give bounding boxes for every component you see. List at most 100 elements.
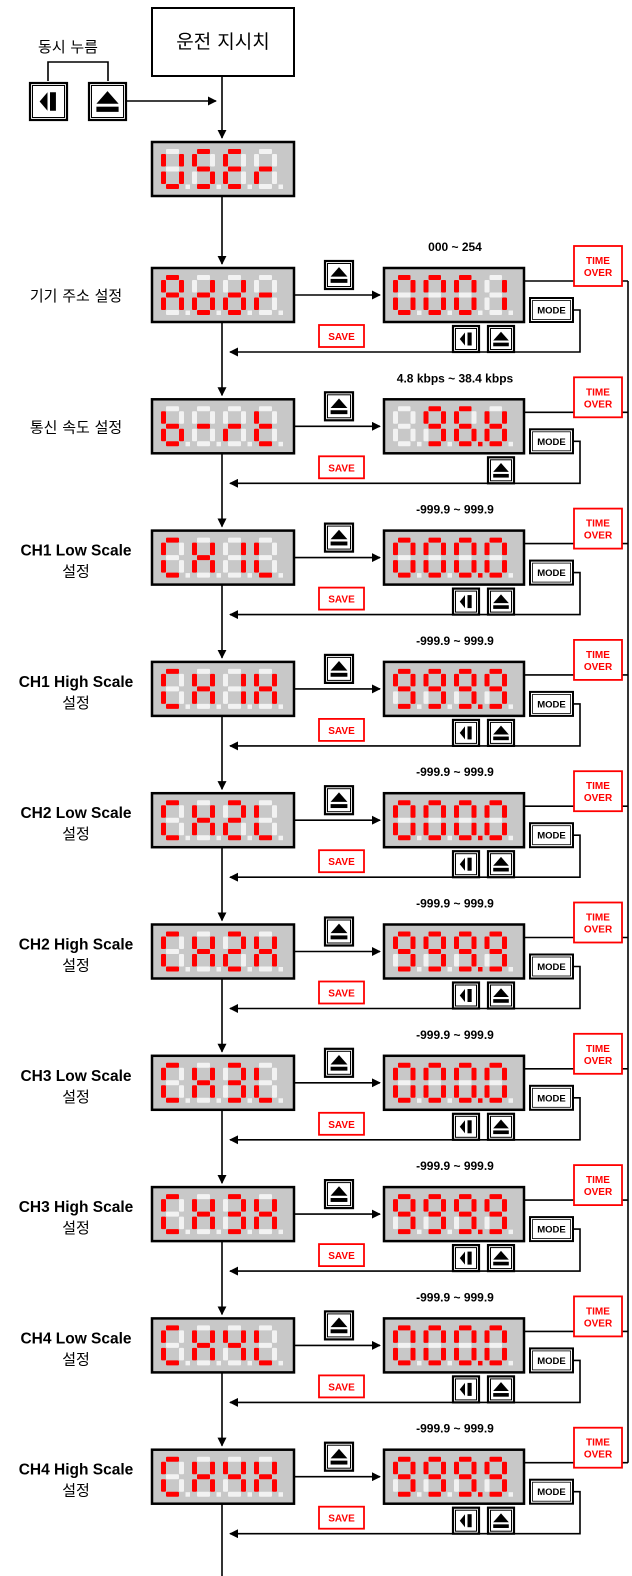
decimal-point	[447, 967, 452, 972]
range-label: 000 ~ 254	[428, 240, 482, 254]
bar	[467, 857, 472, 871]
segment-e	[161, 1216, 166, 1230]
up-triangle	[96, 91, 119, 104]
segment-c	[241, 691, 246, 704]
segment-g	[459, 949, 472, 954]
segment-c	[179, 171, 184, 184]
segment-d	[166, 184, 179, 189]
key-inner	[327, 263, 351, 287]
up-triangle	[330, 923, 348, 934]
bar	[467, 726, 472, 740]
segment-g	[459, 555, 472, 561]
decimal-point	[508, 1098, 513, 1103]
segment-c	[241, 560, 246, 573]
segment-a	[489, 537, 502, 543]
segment-f	[161, 280, 166, 293]
segment-c	[210, 560, 215, 573]
segment-d	[197, 310, 210, 315]
segment-f	[192, 154, 197, 167]
segment-a	[197, 149, 210, 154]
segment-g	[489, 1474, 502, 1480]
decimal-point	[247, 573, 252, 578]
return-arrow	[229, 1228, 581, 1276]
segment-g	[489, 1342, 502, 1348]
decimal-point	[278, 310, 283, 315]
decimal-point	[216, 704, 221, 709]
up-eject-key-icon	[323, 1441, 355, 1472]
segment-b	[272, 411, 277, 424]
decimal-point	[478, 1098, 483, 1103]
up-eject-key-icon	[486, 981, 516, 1010]
segment-e	[161, 1347, 166, 1361]
segment-g	[259, 166, 272, 172]
segment-a	[166, 800, 179, 806]
segment-b	[410, 411, 416, 424]
segment-c	[210, 1347, 215, 1361]
segment-g	[398, 1211, 411, 1217]
segment-f	[454, 411, 459, 424]
time-over-line: OVER	[584, 662, 613, 673]
decimal-point	[417, 441, 422, 447]
segment-a	[459, 406, 472, 412]
segment-f	[423, 936, 429, 949]
segment-f	[223, 411, 228, 424]
step-label-sub: 설정	[62, 1350, 90, 1368]
segment-e	[454, 297, 459, 310]
return-arrow	[229, 440, 581, 488]
segment-d	[459, 703, 472, 709]
segment-f	[223, 673, 228, 687]
segment-c	[272, 822, 277, 836]
bar	[330, 541, 348, 546]
segment-a	[428, 1325, 441, 1331]
key-frame	[451, 1112, 481, 1141]
segment-e	[192, 428, 197, 442]
decimal-point	[278, 1492, 283, 1497]
left-arrow-key-icon	[451, 718, 481, 748]
decimal-point	[417, 310, 422, 315]
decimal-point	[447, 1492, 452, 1497]
segment-a	[428, 668, 441, 674]
segment-f	[161, 805, 166, 818]
step-label-sub: 설정	[62, 1219, 90, 1237]
segment-g	[428, 817, 441, 823]
segment-c	[410, 954, 416, 967]
segment-f	[254, 1330, 259, 1343]
segment-d	[398, 966, 411, 972]
segment-d	[489, 703, 502, 709]
segment-d	[398, 441, 411, 447]
segment-a	[398, 800, 411, 806]
time-over-box	[573, 770, 623, 813]
segment-a	[228, 800, 241, 806]
key-frame	[323, 522, 355, 553]
segment-g	[489, 1080, 502, 1086]
segment-g	[259, 555, 272, 561]
segment-e	[223, 171, 228, 184]
segment-f	[423, 1067, 429, 1081]
segment-b	[502, 1067, 507, 1081]
decimal-point	[185, 835, 190, 841]
key-frame	[323, 1310, 355, 1341]
left-arrow-key-icon	[28, 81, 69, 122]
segment-f	[192, 280, 197, 293]
mode-frame	[529, 297, 574, 323]
left-arrow-key-icon	[451, 981, 481, 1010]
mode-button	[529, 822, 574, 849]
segment-f	[254, 1461, 259, 1475]
segment-e	[192, 691, 197, 704]
segment-c	[179, 297, 184, 310]
segment-c	[502, 1479, 507, 1492]
up-triangle	[493, 463, 509, 472]
segment-b	[210, 411, 215, 424]
time-over-box	[573, 1032, 623, 1075]
box-frame	[318, 324, 365, 348]
segment-c	[441, 428, 446, 442]
segment-f	[161, 1199, 166, 1212]
segment-d	[428, 1491, 441, 1497]
time-over-line: TIME	[586, 913, 610, 924]
up-triangle	[330, 1186, 348, 1196]
segment-a	[489, 1062, 502, 1068]
segment-d	[489, 441, 502, 447]
segment-g	[197, 817, 210, 823]
segment-a	[166, 1194, 179, 1200]
step-label: 통신 속도 설정	[30, 418, 122, 436]
